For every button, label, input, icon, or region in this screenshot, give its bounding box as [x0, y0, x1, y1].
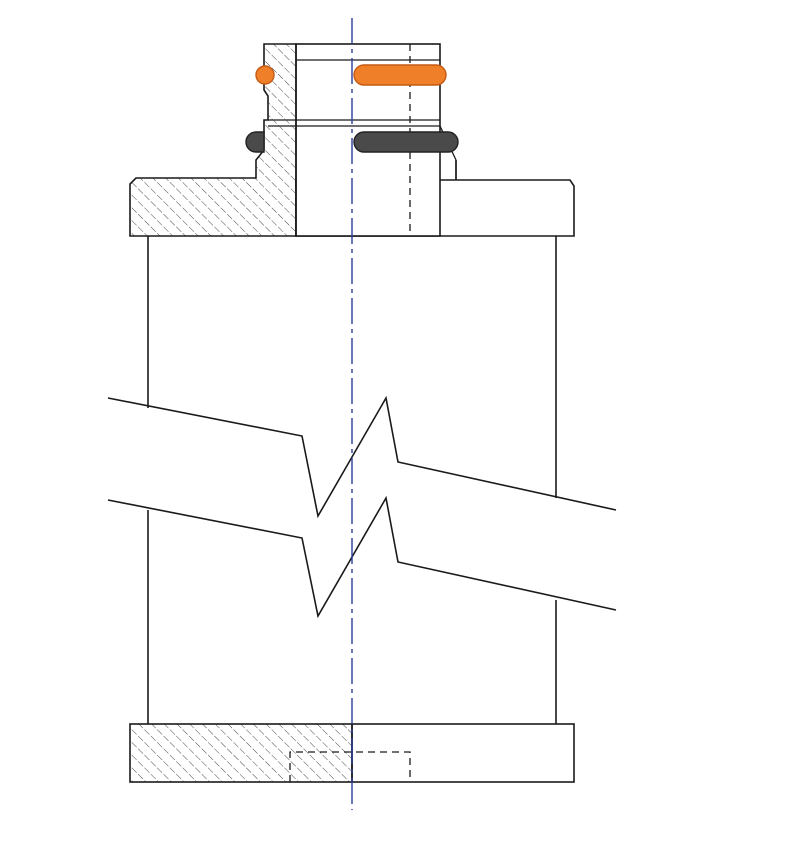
break-line-lower: [107, 495, 617, 619]
lower-seal-section: [353, 131, 459, 153]
upper-seal-section: [353, 64, 447, 86]
head-section-hatched: [129, 43, 297, 237]
base-plate-section-hatched: [129, 723, 353, 783]
lower-seal-group: [245, 131, 459, 153]
break-line-upper: [107, 395, 617, 519]
upper-seal-group: [255, 64, 447, 86]
base-plate-right: [351, 723, 575, 783]
upper-seal-o-ring: [255, 65, 275, 85]
base-recess-hidden-line: [289, 751, 411, 782]
lower-seal-o-ring: [245, 131, 265, 153]
